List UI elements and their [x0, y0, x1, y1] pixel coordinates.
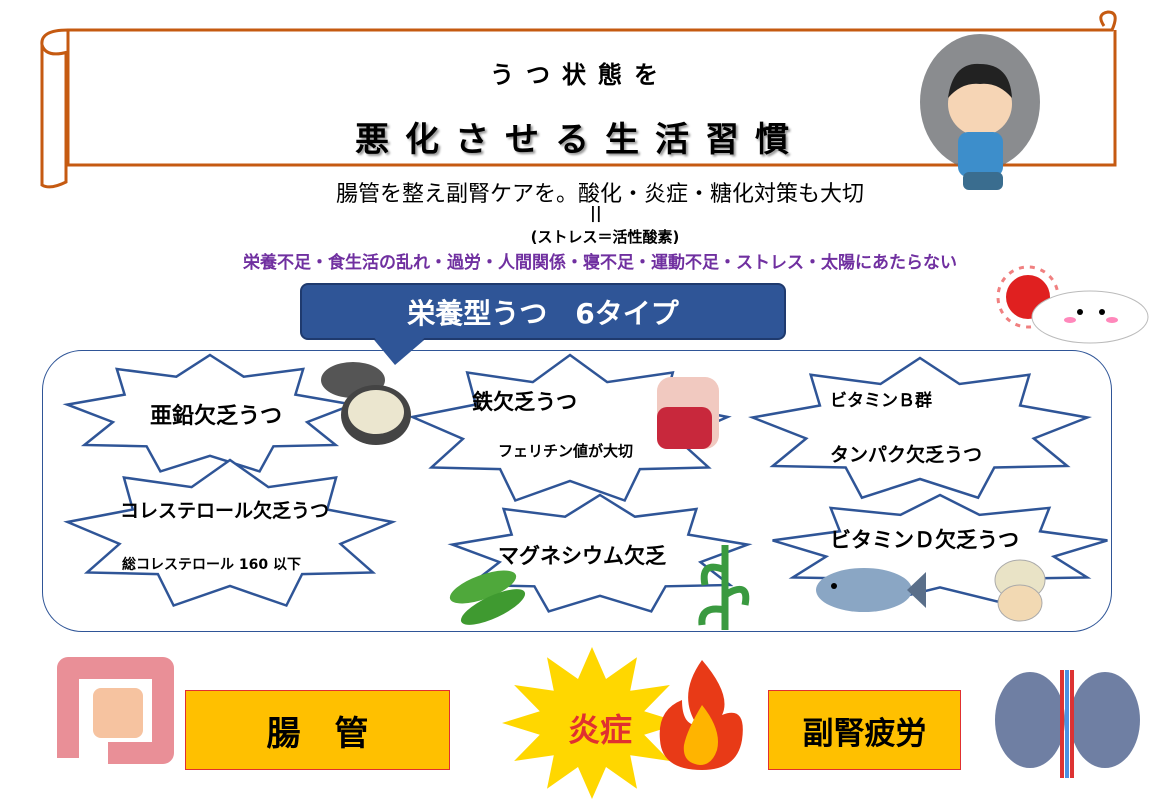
adrenal-box: 副腎疲労 — [768, 690, 961, 770]
six-types-callout: 栄養型うつ 6タイプ — [300, 283, 786, 340]
kidneys-illustration — [995, 670, 1140, 778]
type-magnesium: マグネシウム欠乏 — [498, 544, 666, 568]
type-iron-note: フェリチン値が大切 — [498, 442, 634, 460]
types-panel — [42, 350, 1112, 632]
fish-illustration — [816, 568, 926, 612]
gut-box: 腸 管 — [185, 690, 450, 770]
causes-text: 栄養不足・食生活の乱れ・過労・人間関係・寝不足・運動不足・ストレス・太陽にあたら… — [243, 253, 957, 273]
title-line1: うつ状態を — [490, 61, 670, 89]
meat-illustration — [657, 377, 719, 449]
stress-note: (ストレス＝活性酸素) — [530, 228, 680, 246]
scallop-illustration — [994, 559, 1046, 622]
callout-pointer-fill — [372, 335, 428, 363]
type-iron: 鉄欠乏うつ — [472, 390, 577, 414]
type-cholesterol-note: 総コレステロール 160 以下 — [122, 557, 301, 573]
peas-illustration — [449, 570, 526, 625]
type-vitd: ビタミンＤ欠乏うつ — [830, 528, 1019, 552]
intestine-illustration — [57, 657, 174, 764]
seaweed-illustration — [698, 545, 750, 630]
sun-cloud-illustration — [990, 262, 1155, 351]
flame-icon — [659, 660, 743, 770]
oyster-illustration — [321, 362, 411, 445]
type-cholesterol: コレステロール欠乏うつ — [120, 500, 330, 522]
inflammation-label: 炎症 — [568, 711, 633, 749]
equals-mark: || — [590, 203, 602, 222]
subtitle: 腸管を整え副腎ケアを。酸化・炎症・糖化対策も大切 — [335, 182, 864, 207]
inflammation-burst — [502, 647, 682, 799]
title-line2: 悪化させる生活習慣 — [355, 120, 805, 160]
type-vitb: ビタミンＢ群 — [830, 391, 932, 411]
type-vitb-protein: タンパク欠乏うつ — [830, 444, 983, 466]
depressed-boy-illustration — [918, 32, 1043, 192]
type-zinc: 亜鉛欠乏うつ — [150, 404, 283, 429]
